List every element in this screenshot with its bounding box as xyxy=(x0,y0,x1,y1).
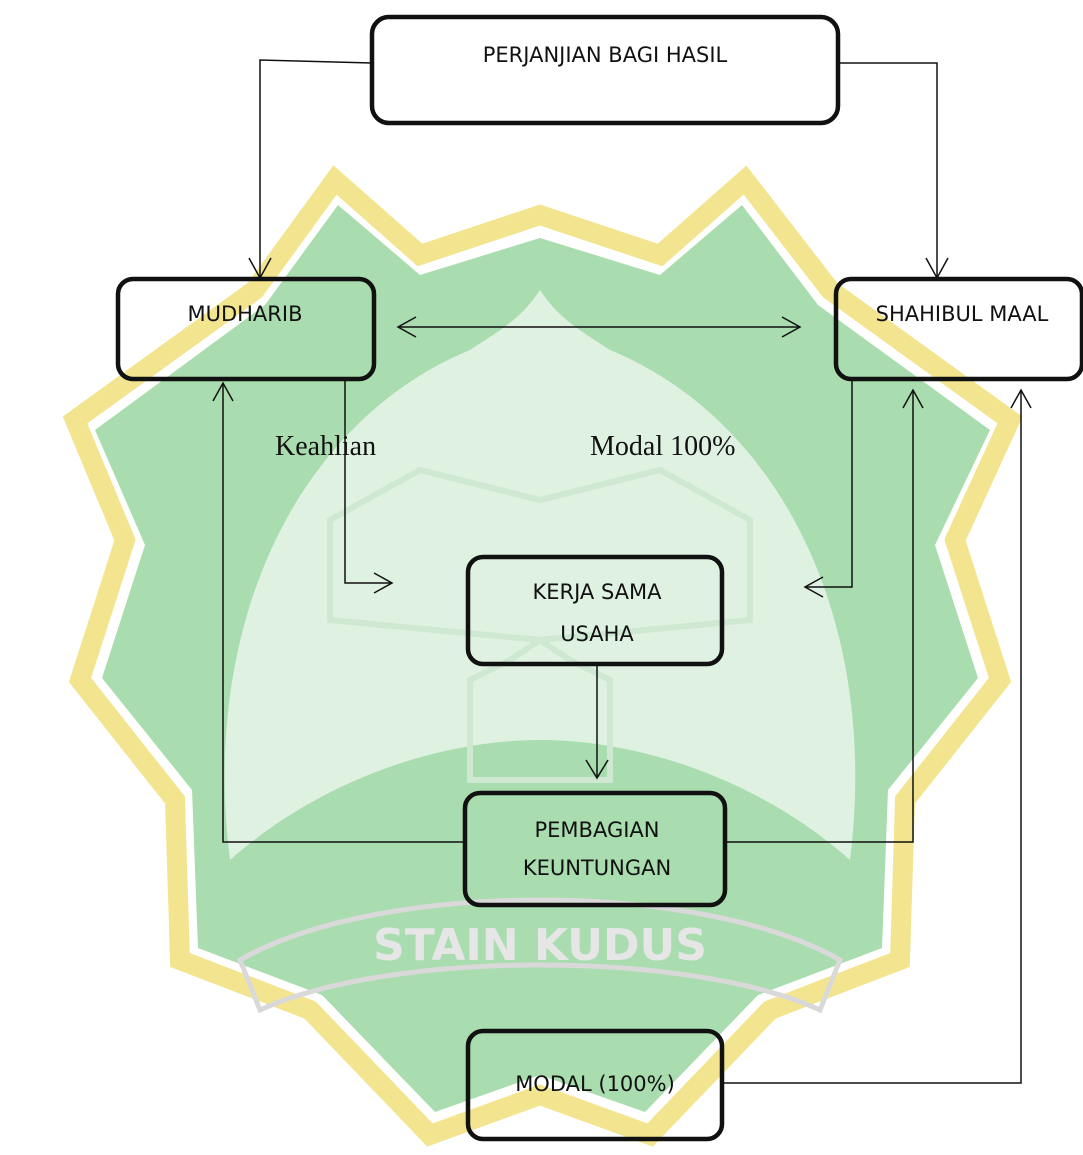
node-kerjasama-label-line2: USAHA xyxy=(560,622,634,646)
arrowhead-up xyxy=(902,388,924,409)
watermark-yellow-frame xyxy=(62,165,1023,1147)
connector-pembagian-to-mudharib xyxy=(222,383,465,843)
institution-logo-watermark: STAIN KUDUS xyxy=(62,165,1023,1147)
connector-shahibul-to-kerjasama xyxy=(805,378,853,588)
arrowhead-up xyxy=(1010,388,1032,409)
node-mudharib-label: MUDHARIB xyxy=(187,302,302,326)
node-pembagian-keuntungan: PEMBAGIAN KEUNTUNGAN xyxy=(462,790,728,908)
watermark-book xyxy=(327,466,753,644)
label-modal-100: Modal 100% xyxy=(590,431,735,462)
connector-mudharib-to-kerjasama xyxy=(344,378,392,584)
node-shahibul-label: SHAHIBUL MAAL xyxy=(876,302,1049,326)
node-pembagian-label-line1: PEMBAGIAN xyxy=(535,818,660,842)
node-pembagian-label-line2: KEUNTUNGAN xyxy=(523,856,671,880)
node-modal-box xyxy=(465,1028,725,1142)
node-perjanjian-label: PERJANJIAN BAGI HASIL xyxy=(483,43,728,67)
connector-pembagian-to-shahibul xyxy=(725,390,914,843)
node-modal-label: MODAL (100%) xyxy=(515,1072,675,1096)
node-modal: MODAL (100%) xyxy=(465,1028,725,1142)
arrowhead-right xyxy=(373,572,394,594)
arrowhead-down xyxy=(585,759,609,780)
node-kerjasama-label-line1: KERJA SAMA xyxy=(532,580,662,604)
arrowhead-right xyxy=(781,316,802,338)
arrowhead-left xyxy=(396,316,417,338)
watermark-text: STAIN KUDUS xyxy=(373,920,707,971)
arrowhead-left xyxy=(803,576,824,598)
watermark-tower xyxy=(467,636,613,783)
watermark-ribbon xyxy=(236,897,844,1014)
connector-modal-to-shahibul xyxy=(722,390,1022,1084)
node-perjanjian-bagi-hasil: PERJANJIAN BAGI HASIL xyxy=(369,14,841,126)
node-kerja-sama-usaha: KERJA SAMA USAHA xyxy=(465,554,725,667)
arrowhead-up xyxy=(212,381,234,402)
connector-perjanjian-to-mudharib xyxy=(259,59,373,278)
node-mudharib: MUDHARIB xyxy=(115,276,377,382)
label-keahlian: Keahlian xyxy=(275,431,376,462)
watermark-inner-dome xyxy=(224,290,856,860)
connector-perjanjian-to-shahibul xyxy=(838,62,938,278)
node-shahibul-maal: SHAHIBUL MAAL xyxy=(833,276,1083,382)
